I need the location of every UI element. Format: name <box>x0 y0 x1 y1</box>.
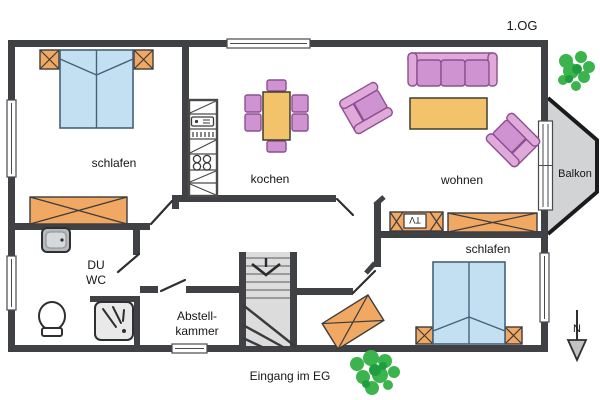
room-label-balkon: Balkon <box>558 168 592 180</box>
floor-label: 1.OG <box>506 18 537 33</box>
wall-schlafen1-bath <box>8 223 150 230</box>
sofa-icon <box>407 52 498 87</box>
wohnen-furniture: TV <box>339 52 541 233</box>
washbasin-icon <box>41 227 71 253</box>
room-label-schlafen-1: schlafen <box>92 156 137 170</box>
chair-icon <box>244 113 262 132</box>
windows-and-doors <box>6 38 554 354</box>
sideboard-icon <box>447 212 538 233</box>
tv-label: TV <box>409 215 421 225</box>
north-label: N <box>573 323 581 335</box>
plant-icon <box>558 51 595 91</box>
schlafen1-furniture <box>29 49 154 225</box>
stair-winders <box>242 304 297 349</box>
wardrobe-icon <box>321 294 385 350</box>
stairs-direction-arrow-icon <box>251 258 281 277</box>
stairs-icon <box>242 252 297 349</box>
room-label-abstell-line1: Abstell- <box>177 309 217 323</box>
door-swing-schlafen2 <box>351 269 377 295</box>
wall-schlafen2-southwest <box>297 288 353 295</box>
wall-shower-top <box>90 296 140 302</box>
tv-cabinet-icon: TV <box>389 211 444 232</box>
wall-schlafen1-kochen <box>182 45 189 202</box>
nightstand-icon <box>504 326 523 345</box>
nightstand-icon <box>415 326 434 345</box>
wall-stairs-left <box>239 252 246 346</box>
chair-icon <box>266 140 287 153</box>
door-swing-schlafen1 <box>149 199 174 226</box>
balcony-area <box>546 96 599 236</box>
interior-walls <box>8 45 548 346</box>
chair-icon <box>291 113 309 132</box>
chair-icon <box>244 94 262 113</box>
dining-table-icon <box>262 91 291 141</box>
room-label-wohnen: wohnen <box>440 173 483 187</box>
schlafen2-furniture <box>321 261 523 350</box>
toilet-icon <box>38 301 66 337</box>
wall-left <box>8 40 15 352</box>
wall-stairs-right <box>290 252 297 346</box>
wall-bottom <box>8 345 548 352</box>
plant-icon <box>350 350 400 395</box>
chair-icon <box>291 94 309 113</box>
wall-jamb-abstell <box>140 286 158 293</box>
wall-shower-right <box>134 296 140 346</box>
dining-set <box>244 79 309 153</box>
wardrobe-icon <box>29 196 128 225</box>
double-bed-icon <box>432 261 506 345</box>
nightstand-icon <box>39 49 60 70</box>
wall-wohnen-schlafen2 <box>377 231 548 238</box>
double-bed-icon <box>59 49 134 129</box>
entrance-label: Eingang im EG <box>250 369 331 383</box>
wall-kochen-corridor <box>172 195 336 202</box>
wall-stub-kochen-door <box>172 202 179 209</box>
door-swings <box>116 197 377 295</box>
door-swing-abstell <box>159 278 187 293</box>
room-label-kochen: kochen <box>251 172 290 186</box>
room-label-du: DU <box>87 258 104 272</box>
door-swing-corridor <box>335 197 355 217</box>
shower-icon <box>94 301 134 341</box>
coffee-table-icon <box>409 97 488 130</box>
room-label-wc: WC <box>86 273 106 287</box>
wall-stub-bath-door <box>133 230 140 255</box>
armchair-icon <box>339 81 393 135</box>
oven-icon <box>190 116 215 127</box>
kitchen-counter-icon <box>187 98 219 198</box>
wall-cap-schlafen2-top <box>373 195 386 207</box>
nightstand-icon <box>133 49 154 70</box>
tv-screen <box>403 213 427 229</box>
stove-burners-icon <box>192 154 212 171</box>
chair-icon <box>266 79 287 92</box>
room-label-abstell-line2: kammer <box>175 324 218 338</box>
labels: 1.OG schlafen kochen wohnen schlafen DU … <box>86 18 592 383</box>
door-swing-bath <box>116 252 141 274</box>
balcony-railing <box>546 96 599 236</box>
grill-icon <box>192 132 214 137</box>
wall-abstell-top <box>186 286 246 293</box>
room-label-schlafen-2: schlafen <box>466 242 511 256</box>
bathroom-fixtures <box>38 227 134 341</box>
wall-cap-schlafen2-bottom <box>364 261 377 275</box>
armchair-icon <box>485 112 541 168</box>
north-arrow-icon: N <box>566 310 588 363</box>
